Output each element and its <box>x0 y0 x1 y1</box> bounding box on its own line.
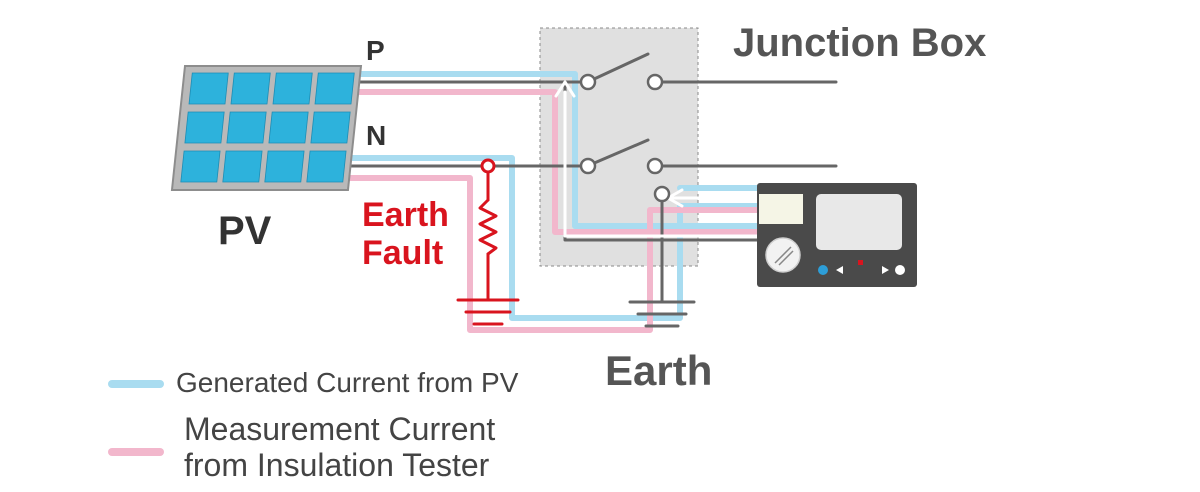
p-label: P <box>366 35 385 66</box>
tester-indicator-light <box>858 260 863 265</box>
generated-path-n <box>347 155 763 321</box>
tester-right-arrow-icon <box>882 266 889 274</box>
earth-label: Earth <box>605 347 712 394</box>
resistor-icon <box>478 198 498 256</box>
legend: Generated Current from PV Measurement Cu… <box>108 367 519 483</box>
arrow-up-icon <box>554 80 576 98</box>
tester-blue-button <box>818 265 828 275</box>
tester-white-button <box>895 265 905 275</box>
earth-fault-label-line1: Earth <box>362 196 449 234</box>
junction-box-label: Junction Box <box>733 21 986 65</box>
n-label: N <box>366 120 386 151</box>
switch-contacts <box>579 73 671 203</box>
pv-label: PV <box>218 209 272 253</box>
insulation-tester <box>757 183 917 287</box>
tester-terminal-panel <box>759 194 803 224</box>
generated-path-p <box>355 71 763 229</box>
legend-measurement-text-line2: from Insulation Tester <box>184 447 490 483</box>
earth-fault-label-line2: Fault <box>362 234 443 272</box>
legend-measurement-text-line1: Measurement Current <box>184 411 495 447</box>
tester-left-arrow-icon <box>836 266 843 274</box>
generated-current-paths <box>347 71 763 321</box>
earth-ground-icon <box>628 300 696 328</box>
measurement-path-n <box>345 175 763 333</box>
pv-panel <box>170 65 363 191</box>
tester-display <box>816 194 902 250</box>
test-leads <box>563 90 762 238</box>
arrow-left-icon <box>666 188 684 208</box>
measurement-current-paths <box>345 89 763 333</box>
fault-node <box>480 158 496 174</box>
legend-generated-text: Generated Current from PV <box>176 367 519 398</box>
measurement-path-p <box>355 89 763 235</box>
wiring <box>346 52 838 304</box>
earth-fault <box>456 170 520 326</box>
